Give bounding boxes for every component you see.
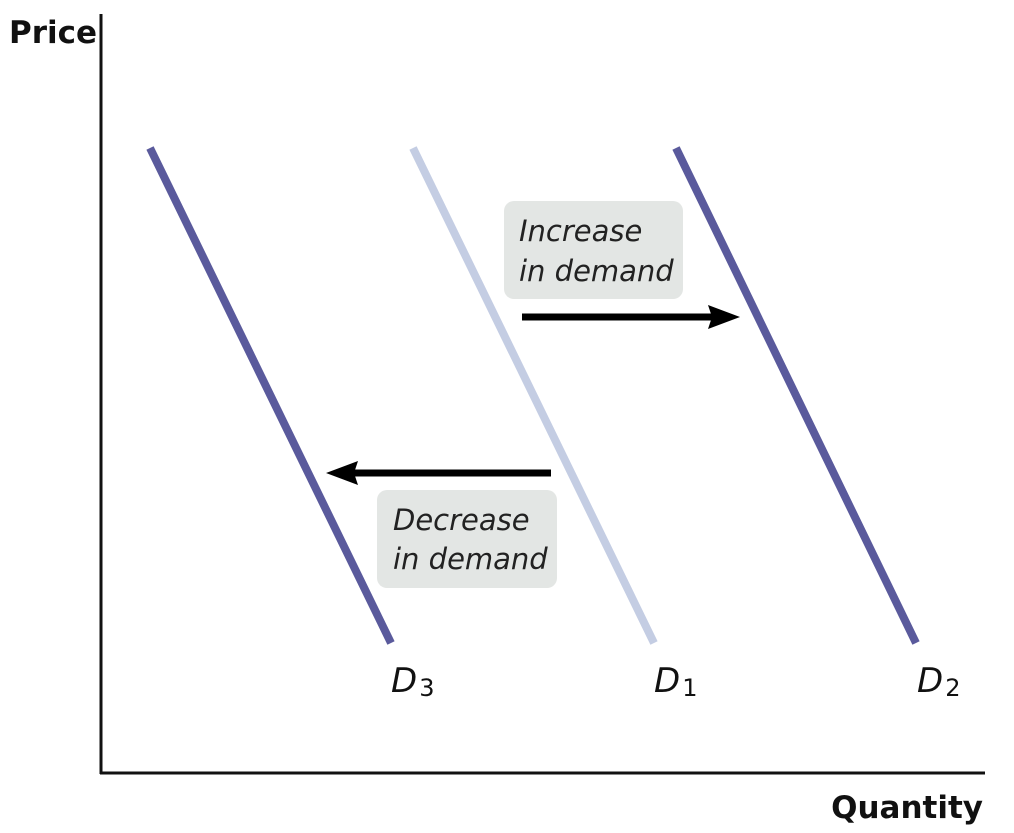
increase-note-line2: in demand <box>519 254 674 288</box>
curve-label-d2-subscript: 2 <box>945 674 960 702</box>
decrease-note-line1: Decrease <box>393 503 530 537</box>
decrease-note-line2: in demand <box>393 542 548 576</box>
demand-curve-d2 <box>672 146 920 645</box>
increase-arrow <box>522 305 740 329</box>
demand-curve-d1 <box>409 146 658 645</box>
increase-note-line1: Increase <box>519 214 642 248</box>
curve-label-d2-letter: D <box>917 661 943 701</box>
curve-label-d1-subscript: 1 <box>682 674 697 702</box>
curve-label-d1-letter: D <box>654 661 680 701</box>
curve-label-d3-subscript: 3 <box>419 674 434 702</box>
demand-curve-d3 <box>146 146 395 645</box>
x-axis-label: Quantity <box>831 790 983 826</box>
curve-label-d1: D1 <box>654 661 697 702</box>
curve-label-d3: D3 <box>391 661 434 702</box>
curve-label-d3-letter: D <box>391 661 417 701</box>
decrease-arrow <box>326 461 551 485</box>
increase-note-box <box>504 201 683 299</box>
curve-label-d2: D2 <box>917 661 960 702</box>
y-axis-label: Price <box>9 15 97 51</box>
decrease-note-box <box>377 490 557 588</box>
